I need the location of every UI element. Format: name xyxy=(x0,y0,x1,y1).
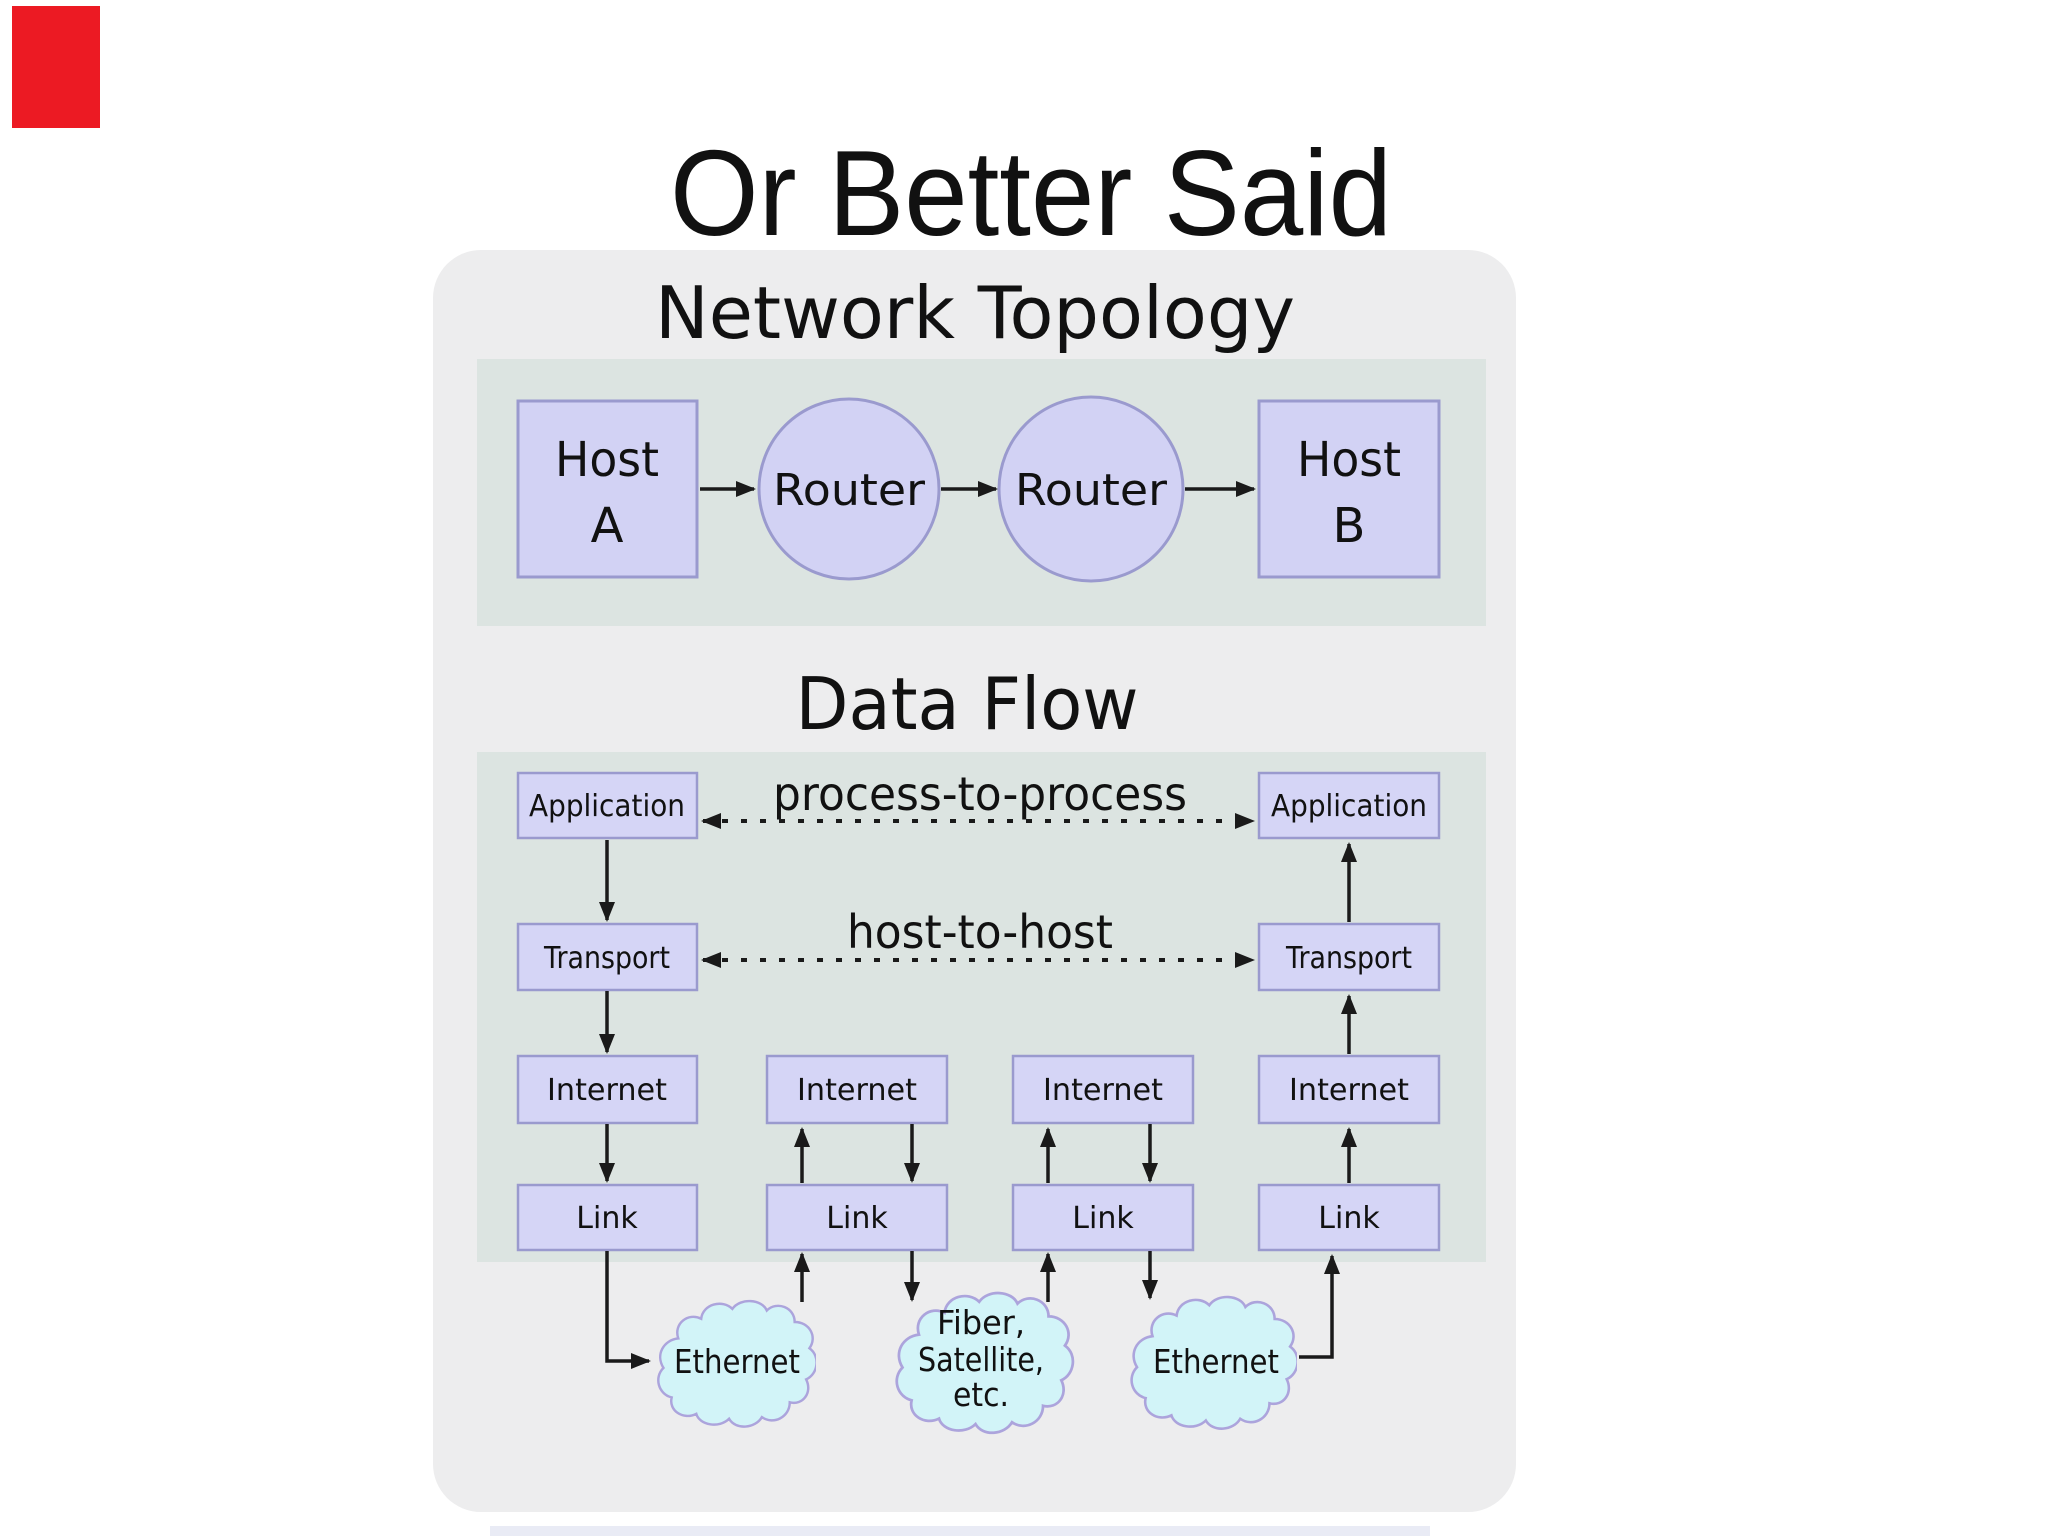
host-b-label-line1: Host xyxy=(1297,432,1401,488)
fiber-cloud-label-line2: Satellite, xyxy=(918,1340,1044,1379)
col4-transport-label: Transport xyxy=(1285,941,1412,976)
data-flow-heading: Data Flow xyxy=(796,662,1139,746)
host-b-label-line2: B xyxy=(1333,498,1366,554)
col4-internet-box xyxy=(1257,1054,1441,1125)
process-to-process-label: process-to-process xyxy=(773,767,1187,821)
col3-link-label: Link xyxy=(1072,1201,1134,1236)
col4-link-label: Link xyxy=(1318,1201,1380,1236)
router-right-label: Router xyxy=(1015,465,1168,516)
host-b-box xyxy=(1257,399,1441,579)
red-rectangle xyxy=(12,6,100,128)
col4-internet-label: Internet xyxy=(1289,1073,1409,1108)
host-a-label-line2: A xyxy=(591,498,624,554)
col4-transport-box xyxy=(1257,922,1441,992)
col2-link-label: Link xyxy=(826,1201,888,1236)
col4-application-label: Application xyxy=(1271,789,1427,824)
col3-internet-label: Internet xyxy=(1043,1073,1163,1108)
network-topology-heading: Network Topology xyxy=(655,271,1295,355)
col1-internet-box xyxy=(516,1054,699,1125)
col1-transport-label: Transport xyxy=(543,941,670,976)
ethernet-cloud-left-label: Ethernet xyxy=(674,1342,800,1381)
fiber-cloud-label-line1: Fiber, xyxy=(937,1303,1025,1342)
router-left-circle xyxy=(757,397,941,581)
col1-arrow-link-to-ethernet xyxy=(605,1251,651,1369)
col1-link-box xyxy=(516,1183,699,1252)
col4-application-box xyxy=(1257,771,1441,840)
col3-internet-box xyxy=(1011,1054,1195,1125)
slide-title: Or Better Said xyxy=(670,125,1392,261)
host-a-label-line1: Host xyxy=(555,432,659,488)
col2-link-box xyxy=(765,1183,949,1252)
host-to-host-label: host-to-host xyxy=(847,905,1113,959)
col1-transport-box xyxy=(516,922,699,992)
col1-application-label: Application xyxy=(529,789,685,824)
router-right-circle xyxy=(997,395,1185,583)
ethernet-cloud-right-label: Ethernet xyxy=(1153,1342,1279,1381)
col3-link-box xyxy=(1011,1183,1195,1252)
router-left-label: Router xyxy=(773,465,926,516)
col2-internet-label: Internet xyxy=(797,1073,917,1108)
bottom-edge-strip xyxy=(490,1526,1430,1536)
col2-internet-box xyxy=(765,1054,949,1125)
fiber-cloud-label-line3: etc. xyxy=(953,1375,1009,1414)
col1-internet-label: Internet xyxy=(547,1073,667,1108)
col1-link-label: Link xyxy=(576,1201,638,1236)
col4-link-box xyxy=(1257,1183,1441,1252)
layer-boxes xyxy=(516,771,1441,1252)
host-a-box xyxy=(516,399,699,579)
col1-application-box xyxy=(516,771,699,840)
col4-arrow-ethernet-to-link xyxy=(1299,1254,1340,1359)
